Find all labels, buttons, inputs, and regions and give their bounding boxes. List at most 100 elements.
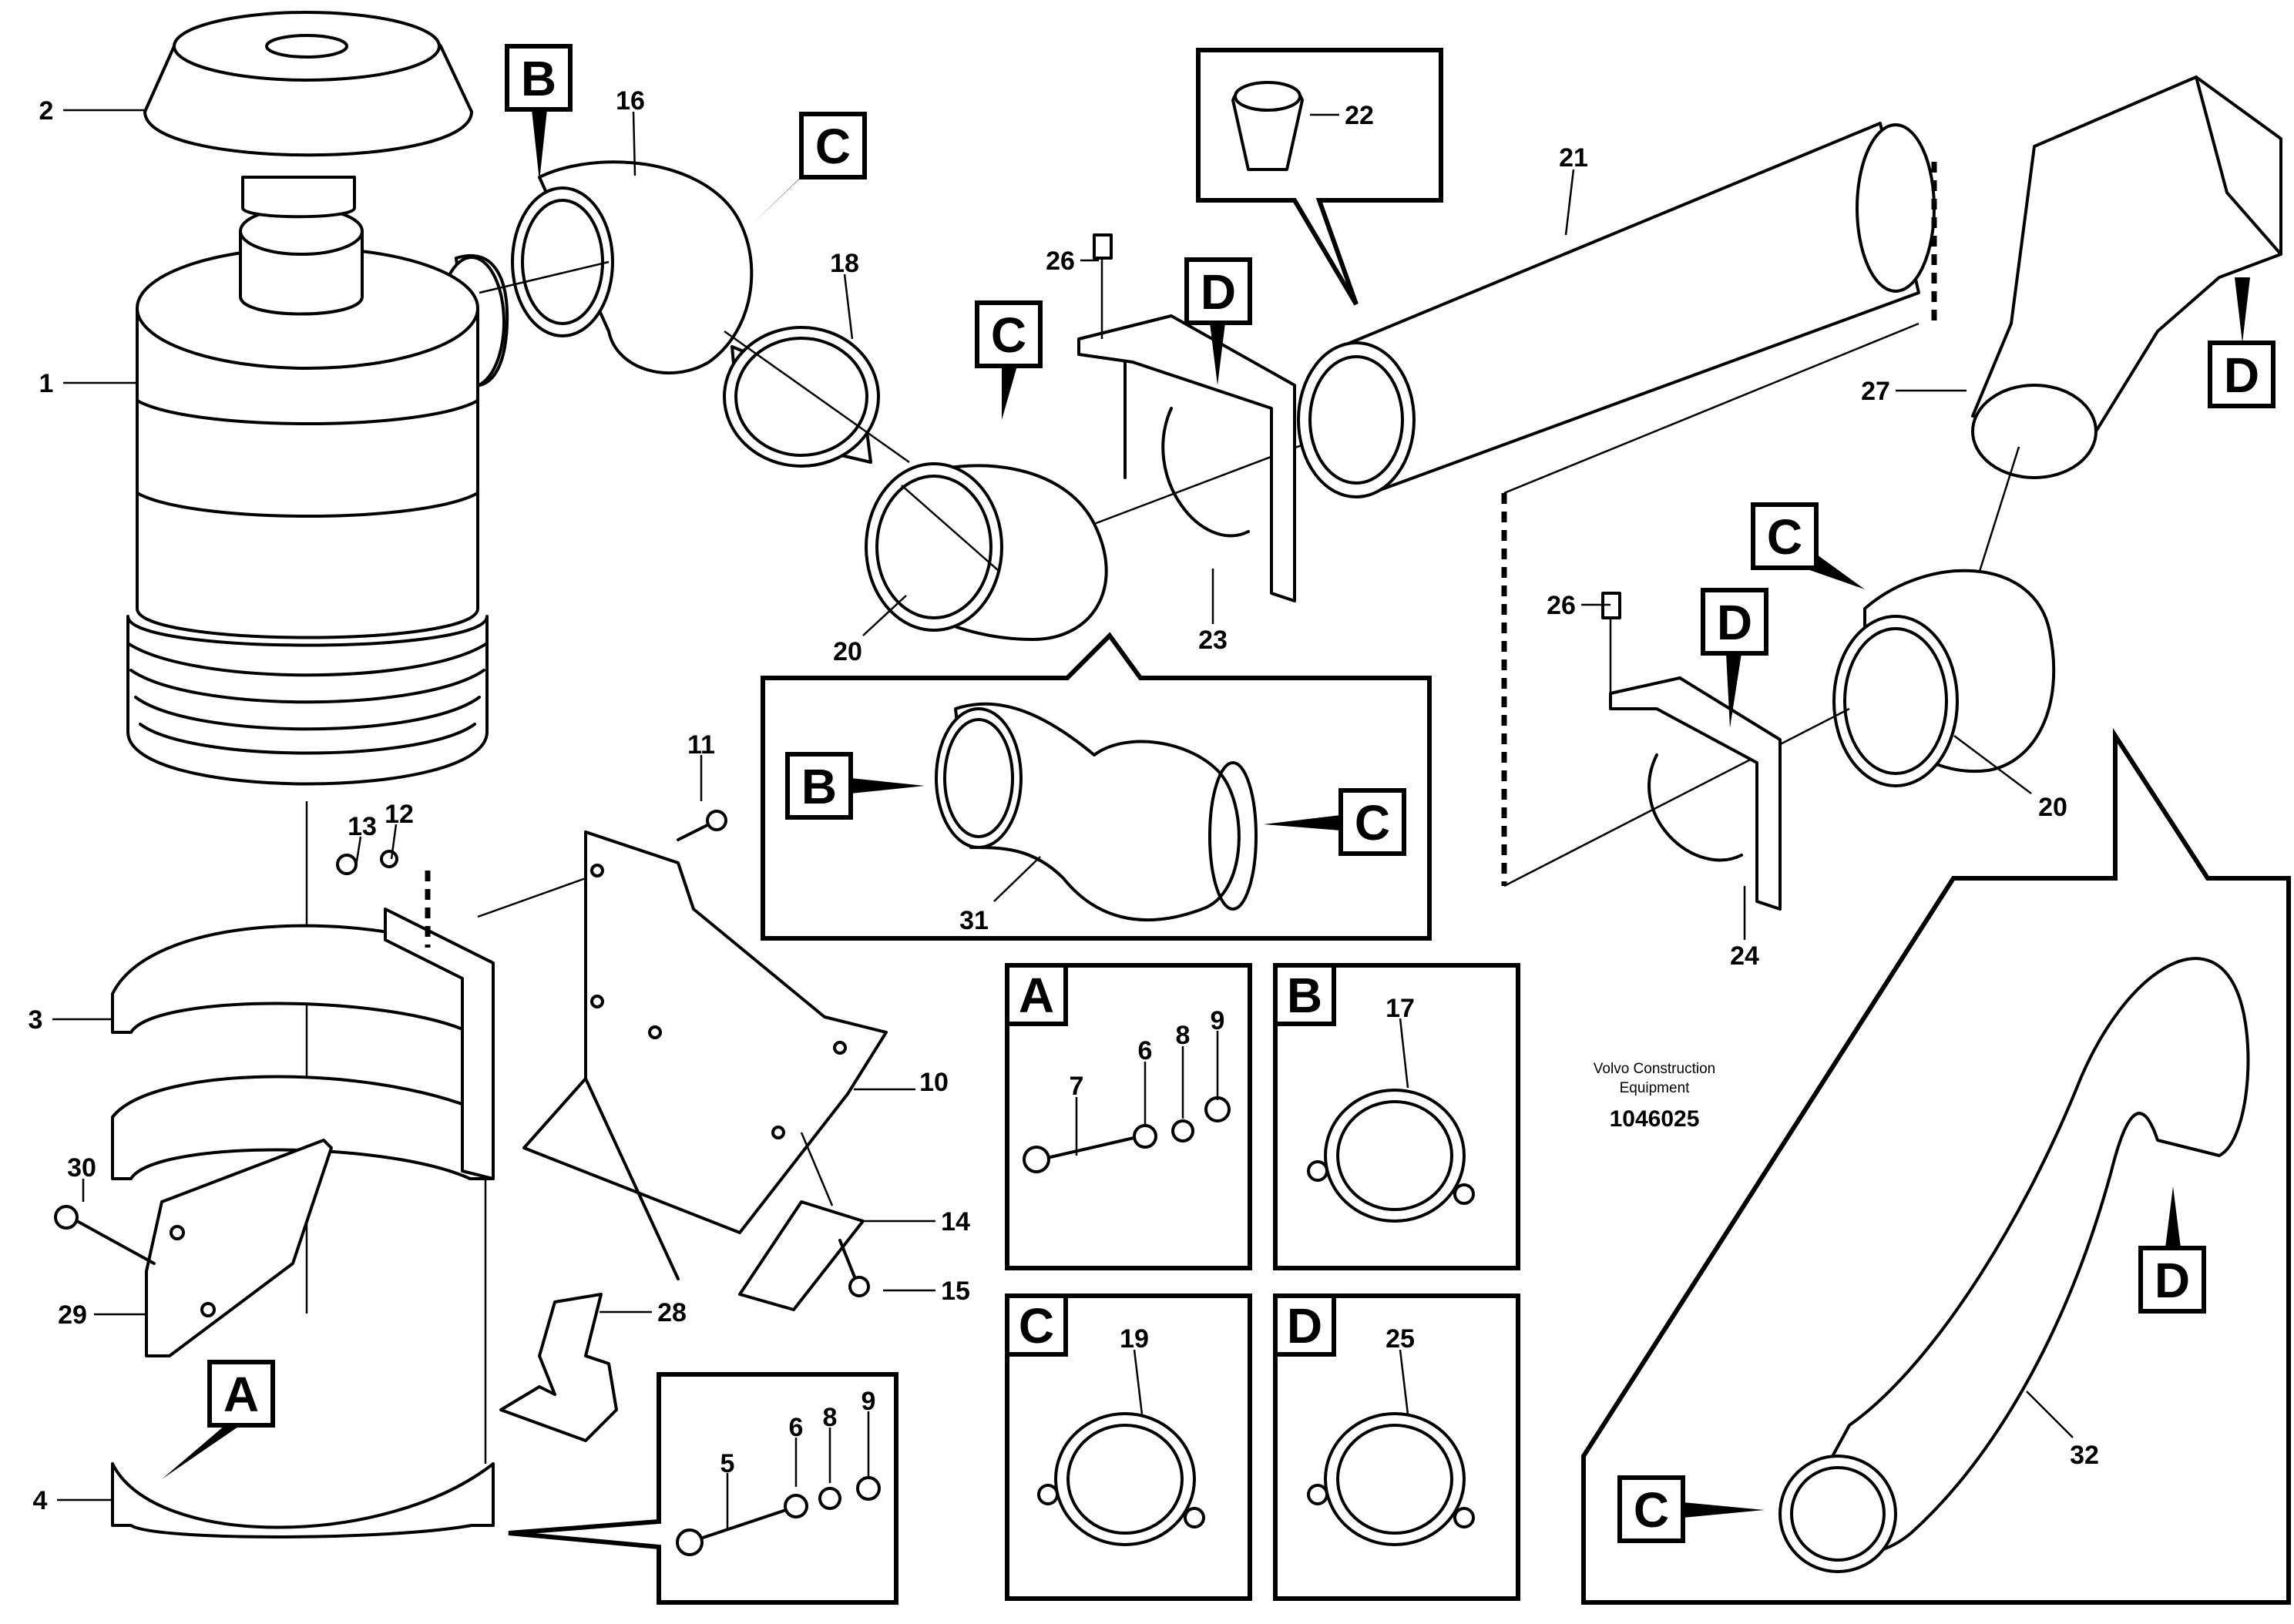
callout-c1: 1 (39, 369, 137, 398)
callout-c25: 25 (1385, 1324, 1415, 1415)
callout-c9a: 9 (862, 1387, 875, 1478)
part-number: 15 (941, 1277, 970, 1306)
watermark: Volvo Construction Equipment 1046025 (1594, 1061, 1715, 1132)
part-number: 6 (789, 1413, 804, 1442)
callout-c13: 13 (348, 812, 377, 867)
view-label-frame (1751, 502, 1819, 570)
leader-line (1399, 1349, 1409, 1415)
callout-c20a: 20 (833, 595, 907, 666)
part-number: 10 (919, 1068, 949, 1097)
box-c-label-frame (1005, 1293, 1068, 1357)
view-label-frame (1184, 257, 1252, 325)
part-number: 31 (959, 906, 989, 935)
bracket-24 (1601, 592, 1782, 911)
detail-31-box (761, 632, 1432, 941)
part-number: 23 (1198, 626, 1228, 655)
callout-c8b: 8 (1176, 1021, 1190, 1119)
view-label-frame (2138, 1246, 2206, 1314)
box-d-label-frame (1273, 1293, 1336, 1357)
part-number: 7 (1070, 1072, 1084, 1101)
part-number: 9 (1211, 1006, 1225, 1035)
part-number: 28 (657, 1298, 687, 1327)
part-number: 30 (67, 1153, 96, 1183)
box-d-clamp (1307, 1412, 1475, 1546)
box-d-label: D (1287, 1298, 1322, 1354)
view-label-frame (1701, 588, 1768, 656)
callout-c3: 3 (29, 1005, 113, 1035)
watermark-line2: Equipment (1620, 1080, 1691, 1096)
part-number: 6 (1138, 1036, 1153, 1065)
part-number: 3 (29, 1005, 43, 1035)
box-b-label: B (1287, 968, 1322, 1023)
part-number: 32 (2070, 1441, 2099, 1470)
callout-c5: 5 (720, 1449, 735, 1529)
upper-hose-group (479, 160, 1318, 641)
view-letter: C (815, 119, 851, 174)
leader-line (1564, 169, 1575, 236)
leader-line (632, 111, 636, 176)
bolt-set-box (508, 1372, 898, 1605)
view-letter: A (223, 1367, 259, 1422)
leader-line (390, 824, 398, 860)
callout-c29: 29 (58, 1300, 148, 1330)
pipe-21 (1297, 122, 1937, 886)
box-c-clamp (1037, 1412, 1205, 1546)
view-label-vC4: C (1338, 788, 1406, 856)
watermark-code: 1046025 (1610, 1106, 1700, 1132)
hose-32-box (1581, 727, 2291, 1605)
view-label-vD2: D (2208, 341, 2276, 408)
part-number: 27 (1861, 377, 1890, 406)
part-number: 25 (1385, 1324, 1415, 1354)
part-number: 16 (616, 86, 645, 116)
view-label-frame (505, 44, 573, 112)
box-b-label-frame (1273, 963, 1336, 1026)
callout-c10: 10 (854, 1068, 949, 1097)
callout-c31: 31 (959, 856, 1041, 935)
callout-c26a: 26 (1046, 247, 1099, 276)
part-number: 5 (720, 1449, 735, 1478)
part-number: 8 (823, 1403, 838, 1432)
view-letter: D (2155, 1253, 2190, 1308)
detail-box-b (1273, 963, 1520, 1270)
callout-c8a: 8 (823, 1403, 838, 1483)
view-letter: B (521, 51, 556, 106)
leader-line (354, 836, 362, 867)
callout-c20b: 20 (1953, 735, 2067, 822)
leader-line (1133, 1349, 1144, 1415)
view-label-frame (785, 752, 853, 820)
part-number: 4 (33, 1486, 48, 1515)
view-label-vC2: C (975, 300, 1043, 368)
view-label-vC1: C (799, 112, 867, 180)
leader-line (2026, 1391, 2074, 1438)
callout-c17: 17 (1385, 994, 1415, 1089)
callout-c18: 18 (830, 249, 859, 340)
callout-c26b: 26 (1547, 591, 1611, 620)
callout-c19: 19 (1120, 1324, 1149, 1415)
part-number: 22 (1345, 101, 1374, 130)
detail-box-d (1273, 1293, 1520, 1601)
callout-c21: 21 (1559, 143, 1588, 236)
callout-c28: 28 (600, 1298, 687, 1327)
leader-line (862, 595, 907, 636)
leader-line (1953, 735, 2032, 794)
watermark-line1: Volvo Construction (1594, 1061, 1715, 1077)
view-label-frame (975, 300, 1043, 368)
leader-line (1399, 1018, 1409, 1089)
view-letter: B (801, 759, 837, 814)
view-letter: D (1717, 595, 1752, 650)
part-number: 20 (2038, 793, 2067, 822)
box-a-label-frame (1005, 963, 1068, 1026)
view-label-frame (1617, 1475, 1685, 1543)
part-number: 19 (1120, 1324, 1149, 1354)
view-label-vD3: D (1701, 588, 1768, 656)
part-number: 12 (385, 800, 414, 829)
view-label-vD4: D (2138, 1246, 2206, 1314)
part-number: 18 (830, 249, 859, 278)
part-number: 2 (39, 96, 54, 126)
part-number: 26 (1547, 591, 1576, 620)
callout-c6a: 6 (789, 1413, 804, 1487)
part-number: 17 (1385, 994, 1415, 1023)
detail-box-c (1005, 1293, 1252, 1601)
